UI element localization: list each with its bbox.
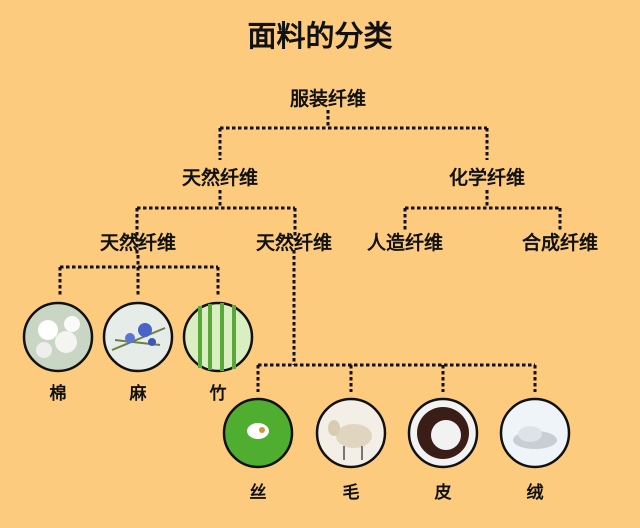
leather-image — [407, 397, 479, 469]
hemp-image — [102, 301, 174, 373]
leather-label: 皮 — [435, 482, 452, 503]
chemical-fiber-label: 化学纤维 — [449, 166, 525, 189]
hemp-label: 麻 — [129, 383, 148, 404]
natural-fiber-label: 天然纤维 — [182, 166, 258, 189]
connector-lines — [58, 110, 562, 392]
silk-image — [222, 397, 294, 469]
wool-image — [315, 397, 387, 469]
wool-label: 毛 — [343, 482, 360, 503]
animal-natural-fiber-label: 天然纤维 — [256, 231, 332, 254]
bamboo-label: 竹 — [209, 383, 227, 404]
root-node-label: 服装纤维 — [290, 87, 366, 110]
bamboo-image — [182, 301, 254, 373]
silk-label: 丝 — [250, 482, 267, 503]
artificial-fiber-label: 人造纤维 — [367, 231, 443, 254]
down-label: 绒 — [527, 482, 544, 503]
cotton-label: 棉 — [50, 383, 67, 404]
down-image — [499, 397, 571, 469]
cotton-image — [22, 301, 94, 373]
page-title: 面料的分类 — [247, 19, 392, 53]
synthetic-fiber-label: 合成纤维 — [522, 231, 598, 254]
plant-natural-fiber-label: 天然纤维 — [100, 231, 176, 254]
